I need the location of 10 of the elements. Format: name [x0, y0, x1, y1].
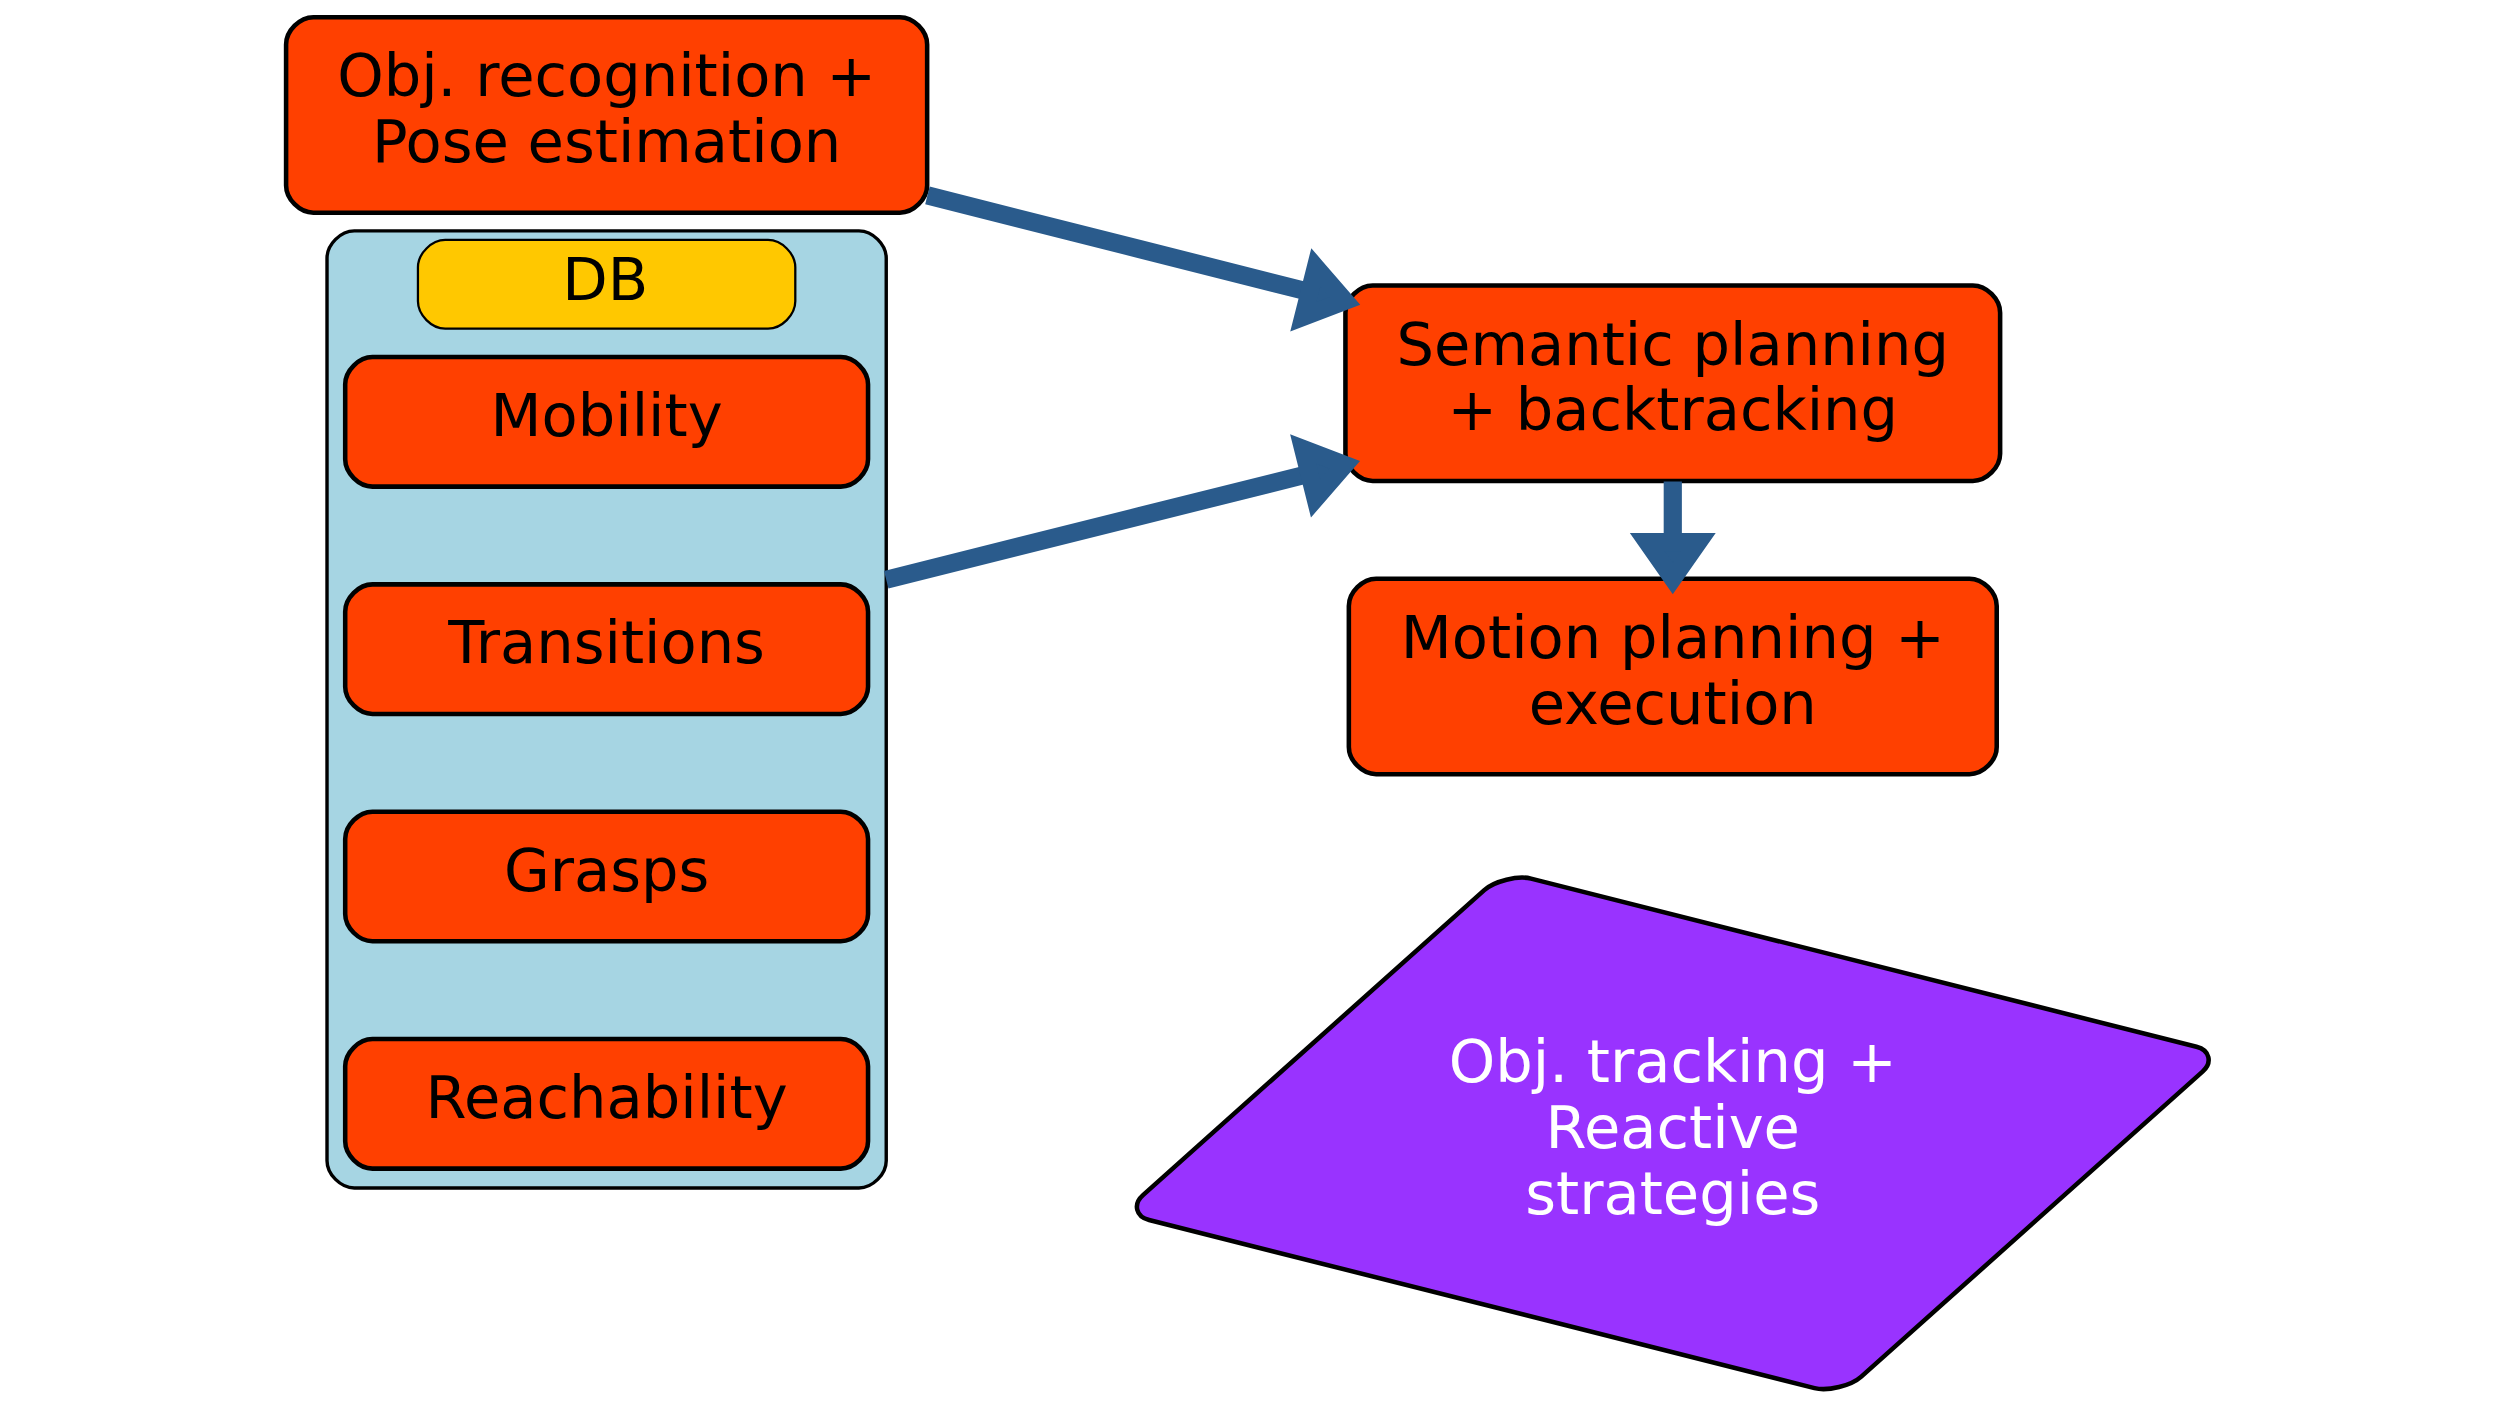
node-box: Motion planning + execution	[1346, 576, 1999, 777]
node-box: Semantic planning + backtracking	[1343, 283, 2003, 484]
node-box: Grasps	[342, 809, 871, 944]
arrow	[884, 434, 1360, 589]
arrow	[925, 186, 1361, 332]
arrow	[1629, 481, 1716, 595]
node-box: Obj. recognition + Pose estimation	[283, 14, 930, 215]
node-box: Transitions	[342, 582, 871, 717]
node-box: Mobility	[342, 354, 871, 489]
node-box: Reachability	[342, 1036, 871, 1171]
